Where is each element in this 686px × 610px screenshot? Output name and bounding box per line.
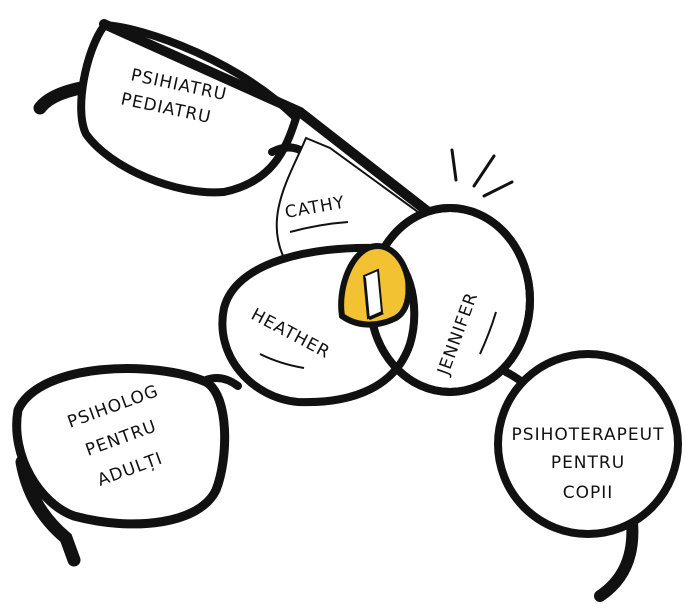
right-lens-line-2: PENTRU: [551, 453, 625, 473]
right-lens-line-3: COPII: [563, 483, 614, 503]
right-lens-line-1: PSIHOTERAPEUT: [512, 425, 665, 445]
sparkle-icon: [452, 150, 512, 196]
